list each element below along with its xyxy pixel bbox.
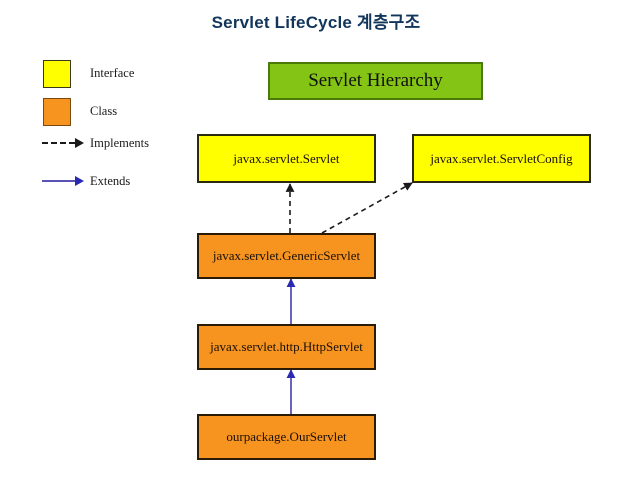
diagram-header-servlet-hierarchy: Servlet Hierarchy bbox=[268, 62, 483, 100]
dashed-arrow-icon bbox=[42, 138, 84, 148]
solid-arrow-icon bbox=[42, 176, 84, 186]
node-javax-servlet-servlet[interactable]: javax.servlet.Servlet bbox=[197, 134, 376, 183]
legend-label-interface: Interface bbox=[90, 66, 135, 80]
node-javax-servlet-http-httpservlet[interactable]: javax.servlet.http.HttpServlet bbox=[197, 324, 376, 370]
legend: Interface Class Implements Extends bbox=[40, 58, 210, 210]
legend-label-implements: Implements bbox=[90, 136, 150, 150]
edge-genericservlet-implements-servletconfig bbox=[321, 182, 413, 234]
legend-item-interface: Interface bbox=[40, 58, 210, 96]
orange-square-icon bbox=[43, 98, 71, 126]
legend-item-extends: Extends bbox=[40, 172, 210, 210]
page-title: Servlet LifeCycle 계층구조 bbox=[211, 13, 421, 32]
node-javax-servlet-servletconfig[interactable]: javax.servlet.ServletConfig bbox=[412, 134, 591, 183]
legend-label-class: Class bbox=[90, 104, 118, 118]
legend-item-class: Class bbox=[40, 96, 210, 134]
yellow-square-icon bbox=[43, 60, 71, 88]
legend-label-extends: Extends bbox=[90, 174, 131, 188]
node-javax-servlet-genericservlet[interactable]: javax.servlet.GenericServlet bbox=[197, 233, 376, 279]
legend-item-implements: Implements bbox=[40, 134, 210, 172]
node-ourpackage-ourservlet[interactable]: ourpackage.OurServlet bbox=[197, 414, 376, 460]
